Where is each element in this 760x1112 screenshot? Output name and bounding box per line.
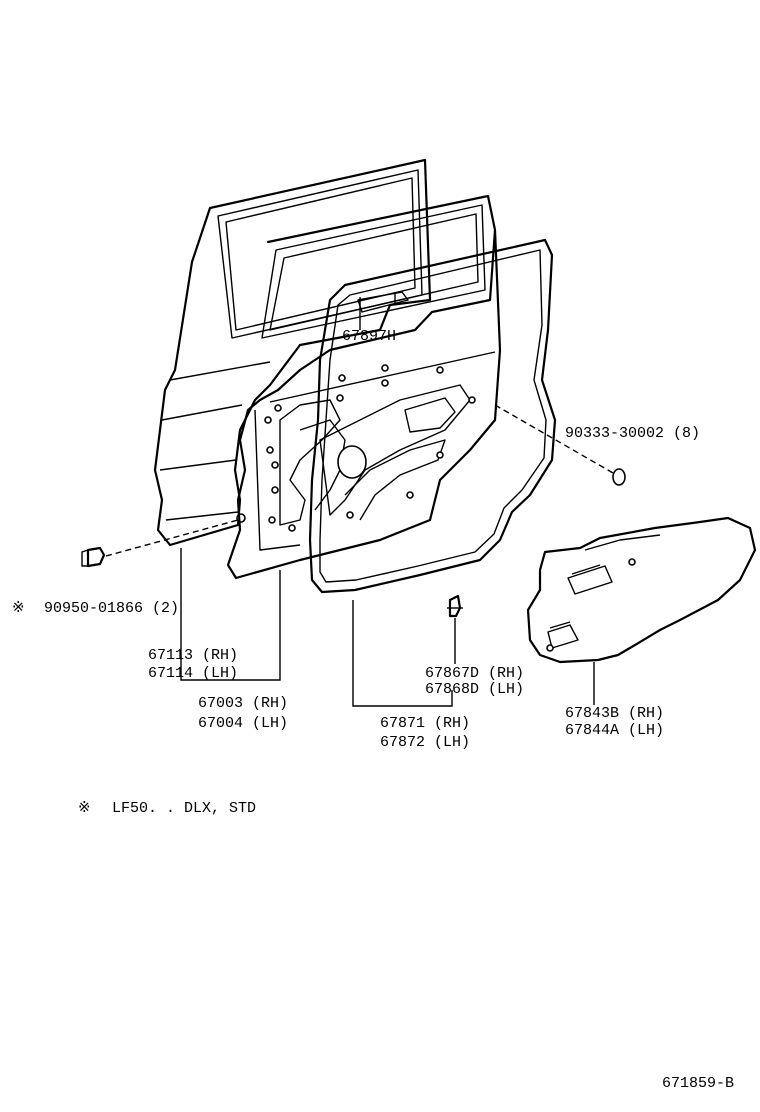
label-90333-30002: 90333-30002 (8): [565, 425, 701, 442]
label-67843b-rh: 67843B (RH): [565, 705, 665, 722]
label-67868d-lh: 67868D (LH): [425, 681, 525, 698]
label-67113-rh: 67113 (RH): [148, 647, 239, 664]
leader-lines: [180, 292, 595, 707]
clip-67867d: [447, 594, 463, 618]
diagram-code: 671859-B: [662, 1075, 735, 1092]
door-plug-90950: [81, 519, 239, 568]
note-marker-symbol: ※: [78, 800, 91, 817]
outer-door-panel: [153, 158, 432, 547]
label-67004-lh: 67004 (LH): [198, 715, 289, 732]
label-67872-lh: 67872 (LH): [380, 734, 471, 751]
inner-door-frame: [226, 194, 502, 580]
marker-symbol-90950: ※: [12, 600, 25, 617]
door-clip-90333: [494, 404, 626, 486]
label-67003-rh: 67003 (RH): [198, 695, 289, 712]
label-67844a-lh: 67844A (LH): [565, 722, 665, 739]
label-67867d-rh: 67867D (RH): [425, 665, 525, 682]
door-trim-board: [526, 516, 757, 664]
label-67114-lh: 67114 (LH): [148, 665, 239, 682]
label-67871-rh: 67871 (RH): [380, 715, 471, 732]
label-67897h: 67897H: [342, 328, 397, 345]
label-90950-01866: 90950-01866 (2): [44, 600, 180, 617]
note-text: LF50. . DLX, STD: [112, 800, 257, 817]
